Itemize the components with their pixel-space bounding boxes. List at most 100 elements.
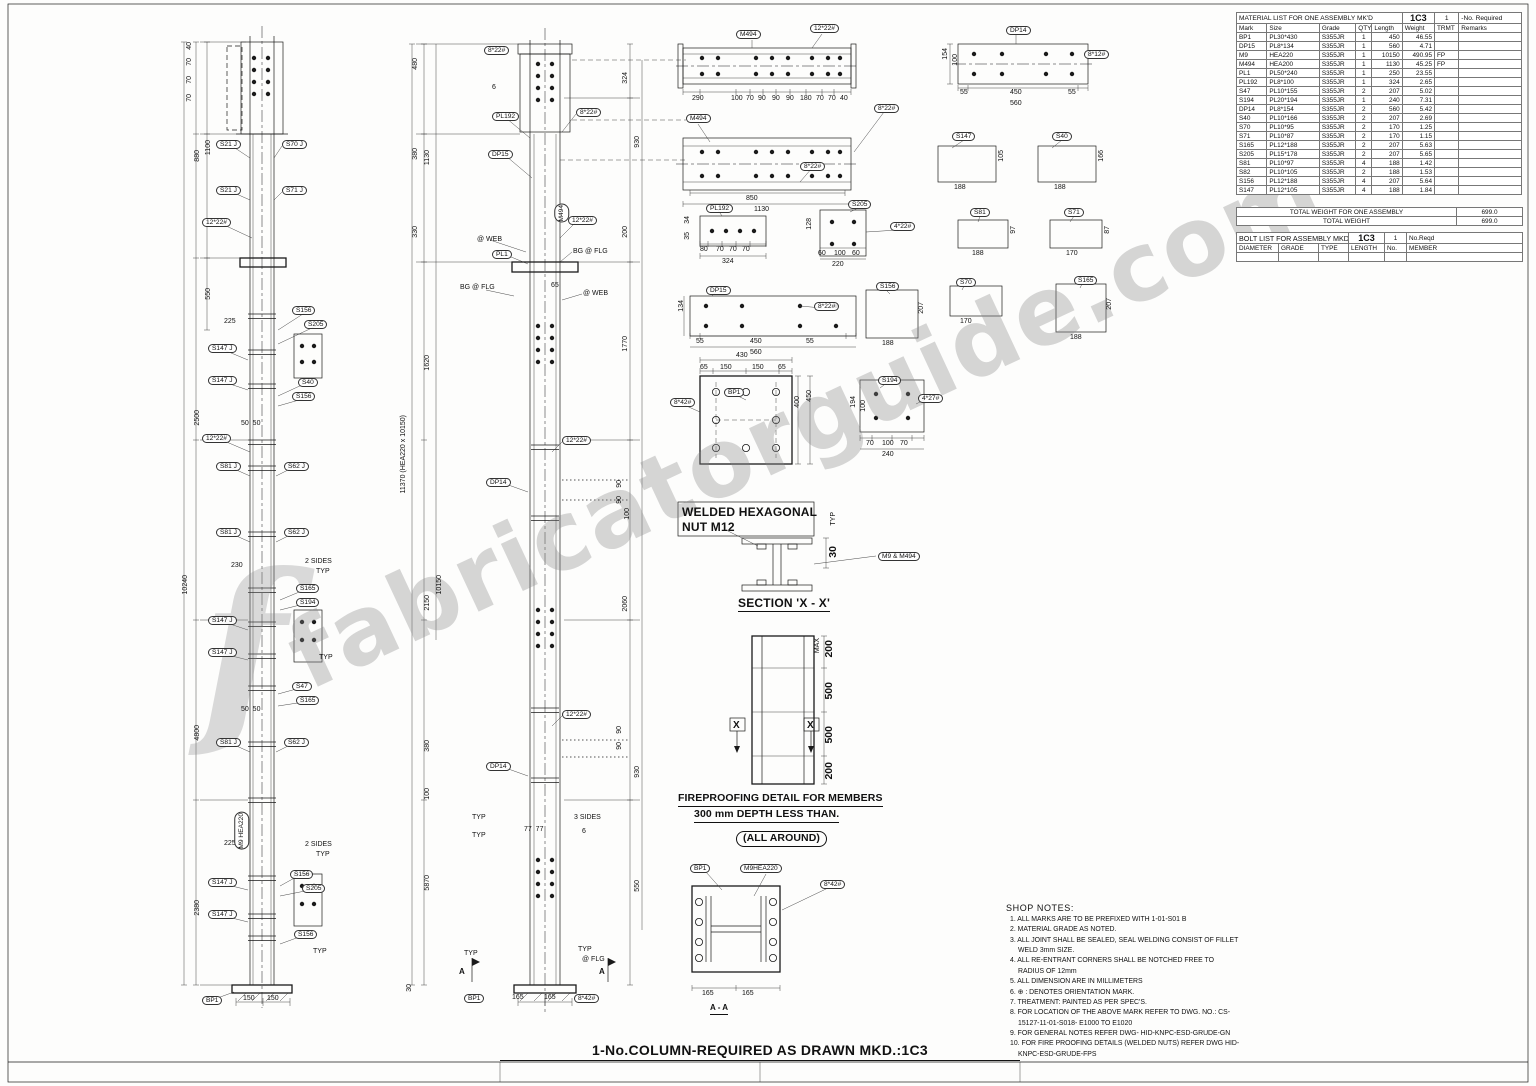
dim-label: 100 <box>624 508 631 520</box>
dim-label: @ WEB <box>583 290 608 297</box>
dim-label: 128 <box>806 218 813 230</box>
dim-label: 930 <box>634 766 641 778</box>
dim-label: 2380 <box>194 900 201 916</box>
dim-label: TYP <box>830 512 837 526</box>
dim-label: TYP <box>319 654 333 661</box>
mark-bubble: S81 J <box>216 528 241 538</box>
dim-label: @ FLG <box>582 956 605 963</box>
dim-label: 100 <box>952 54 959 66</box>
dim-label: BG @ FLG <box>573 248 608 255</box>
dim-label: 70 <box>186 94 193 102</box>
dim-label: 500 <box>823 726 835 744</box>
dim-label: 2 SIDES <box>305 558 332 565</box>
dim-label: WELDED HEXAGONAL <box>682 505 818 519</box>
dim-label: 550 <box>634 880 641 892</box>
material-row: S47 PL10*155 S355JR 2 207 5.02 <box>1235 86 1522 96</box>
mark-bubble: 12*22# <box>568 216 597 226</box>
mark-bubble: S147 J <box>208 878 237 888</box>
dim-label: 166 <box>1098 150 1105 162</box>
dim-label: 70 <box>186 76 193 84</box>
mark-bubble: 12*22# <box>562 710 591 720</box>
mark-bubble: S205 <box>302 884 326 894</box>
material-row: M9 HEA220 S355JR 1 10150 490.95 FP <box>1235 50 1522 60</box>
dim-label: 1130 <box>754 206 770 213</box>
col-length: Length <box>1371 23 1403 33</box>
material-row: S71 PL10*87 S355JR 2 170 1.15 <box>1235 131 1522 141</box>
mark-bubble: S47 <box>292 682 312 692</box>
dim-label: 6 <box>492 84 496 91</box>
bolt-list-mark: 1C3 <box>1348 232 1386 244</box>
dim-label: 500 <box>823 682 835 700</box>
dim-label: X <box>733 720 740 731</box>
dim-label: 30 <box>827 546 839 558</box>
mark-bubble: M9HEA220 <box>740 864 782 874</box>
dim-label: TYP <box>464 950 478 957</box>
mark-bubble: S147 J <box>208 616 237 626</box>
dim-label: 165 <box>512 994 524 1001</box>
mark-bubble: S62 J <box>284 528 309 538</box>
assembly-mark: 1C3 <box>1401 12 1436 24</box>
dim-label: 134 <box>678 300 685 312</box>
dim-label: A <box>459 967 465 976</box>
dim-label: 450 <box>750 338 762 345</box>
dim-label: 225 <box>224 840 236 847</box>
dim-label: 154 <box>942 48 949 60</box>
dim-label: 300 mm DEPTH LESS THAN. <box>694 808 840 823</box>
shop-notes: SHOP NOTES: 1. ALL MARKS ARE TO BE PREFI… <box>1006 903 1240 1060</box>
col-mark: Mark <box>1235 23 1268 33</box>
mark-bubble: S21 J <box>216 186 241 196</box>
material-row: S194 PL20*194 S355JR 1 240 7.31 <box>1235 95 1522 105</box>
col-size: Size <box>1266 23 1320 33</box>
dim-label: 150 <box>267 995 279 1002</box>
mark-bubble: S70 <box>956 278 976 288</box>
shop-note-item: 7. TREATMENT: PAINTED AS PER SPEC'S. <box>1010 998 1147 1006</box>
dim-label: 188 <box>972 250 984 257</box>
material-row: DP14 PL8*154 S355JR 2 560 5.42 <box>1235 104 1522 114</box>
mark-bubble: S62 J <box>284 462 309 472</box>
dim-label: 194 <box>850 396 857 408</box>
mark-bubble: S165 <box>1074 276 1098 286</box>
mark-bubble: S21 J <box>216 140 241 150</box>
dim-label: 1620 <box>424 355 431 371</box>
mark-bubble: S194 <box>878 376 902 386</box>
mark-bubble: 8*22# <box>814 302 840 312</box>
bolt-col-diameter: DIAMETER <box>1236 243 1279 253</box>
mark-bubble: PL192 <box>492 112 520 122</box>
mark-bubble: DP15 <box>488 150 513 160</box>
dim-label: 90 <box>616 480 623 488</box>
dim-label: 560 <box>750 349 762 356</box>
dim-label: 65 <box>551 282 559 289</box>
col-weight: Weight <box>1401 23 1436 33</box>
dim-label: 380 <box>424 740 431 752</box>
mark-bubble: S81 J <box>216 738 241 748</box>
mark-bubble: 8*42# <box>820 880 846 890</box>
dim-label: 1100 <box>205 140 212 156</box>
mark-bubble: M494 <box>686 114 711 124</box>
mark-bubble: 8*42# <box>670 398 696 408</box>
assembly-qty: 1 <box>1434 12 1460 24</box>
dim-label: 165 <box>702 990 714 997</box>
dim-label: 220 <box>832 261 844 268</box>
dim-label: 380 <box>412 148 419 160</box>
dim-label: 188 <box>1054 184 1066 191</box>
dim-label: 90 <box>616 496 623 504</box>
material-row: BP1 PL30*430 S355JR 1 450 46.55 <box>1235 32 1522 42</box>
material-row: DP15 PL8*134 S355JR 1 560 4.71 <box>1235 41 1522 51</box>
dim-label: 105 <box>998 150 1005 162</box>
material-row: M494 HEA200 S355JR 1 1130 45.25 FP <box>1235 59 1522 69</box>
dim-label: 97 <box>1010 226 1017 234</box>
mark-bubble: M9 HEA220 <box>234 812 250 850</box>
dim-label: 70 <box>746 95 754 102</box>
mark-bubble: S156 <box>876 282 900 292</box>
dim-label: 65 <box>700 364 708 371</box>
material-row: S165 PL12*188 S355JR 2 207 5.63 <box>1235 140 1522 150</box>
bolt-col-no: No. <box>1384 243 1408 253</box>
mark-bubble: S165 <box>296 584 320 594</box>
mark-bubble: S205 <box>304 320 328 330</box>
mark-bubble: BP1 <box>464 994 485 1004</box>
col-qty: QTY <box>1355 23 1373 33</box>
mark-bubble: S165 <box>296 696 320 706</box>
dim-label: 11370 (HEA220 x 10150) <box>400 415 407 494</box>
